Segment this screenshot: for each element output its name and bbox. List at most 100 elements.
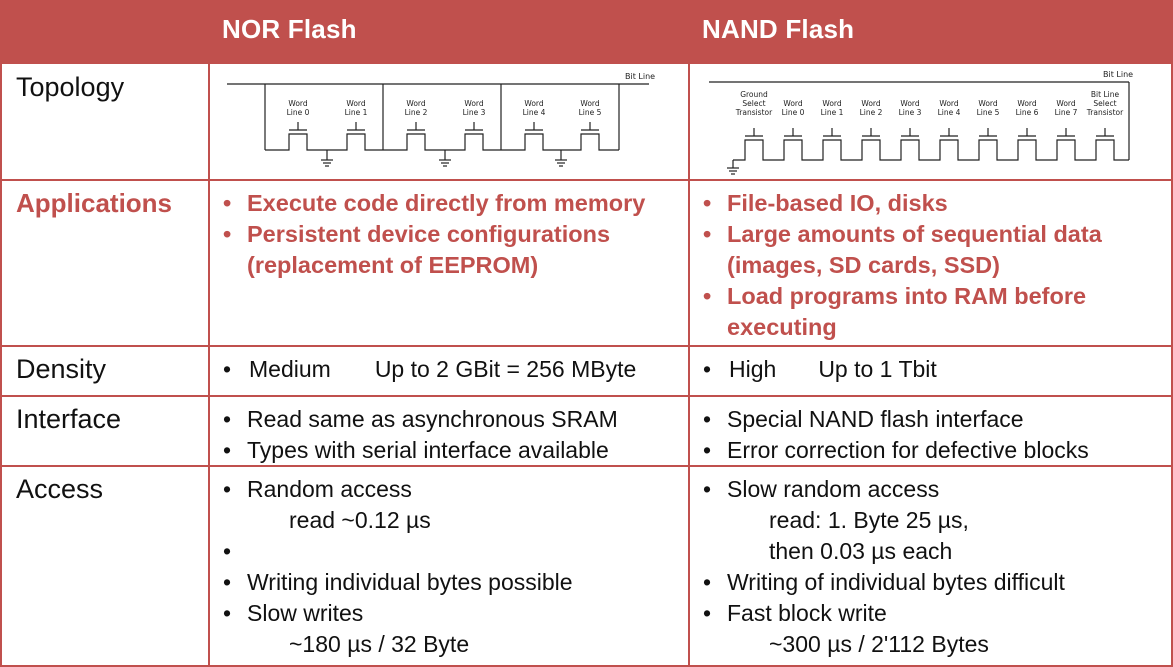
list-item: Read same as asynchronous SRAM xyxy=(221,404,681,435)
nor-applications-cell: Execute code directly from memory Persis… xyxy=(209,180,689,346)
nand-word-line-2-l2: Line 2 xyxy=(860,108,883,117)
nand-bitline-select-l3: Transistor xyxy=(1086,108,1124,117)
spacer xyxy=(221,536,681,567)
divider xyxy=(0,0,2,667)
density-label-cell: Density xyxy=(0,346,209,396)
nor-access-cell: Random access read ~0.12 µs Writing indi… xyxy=(209,466,689,667)
divider xyxy=(688,64,690,667)
nor-interface-list: Read same as asynchronous SRAM Types wit… xyxy=(221,404,681,466)
nand-bit-line-label: Bit Line xyxy=(1103,70,1133,79)
list-item: Execute code directly from memory xyxy=(221,188,681,219)
nand-word-line-4-l1: Word xyxy=(939,99,959,108)
nand-word-line-5-l1: Word xyxy=(978,99,998,108)
nand-density-level: High xyxy=(729,356,777,382)
nor-topology-diagram: Bit Line xyxy=(227,72,655,167)
divider xyxy=(0,179,1173,181)
nand-word-line-5-l2: Line 5 xyxy=(977,108,1000,117)
list-item: Slow random access read: 1. Byte 25 µs, … xyxy=(701,474,1165,567)
nor-word-line-3-l2: Line 3 xyxy=(463,108,486,117)
applications-label-cell: Applications xyxy=(0,180,209,346)
nand-ground-select-l3: Transistor xyxy=(735,108,773,117)
nor-random-access: Random access xyxy=(247,476,412,502)
nand-access-cell: Slow random access read: 1. Byte 25 µs, … xyxy=(689,466,1173,667)
row-label-interface: Interface xyxy=(16,404,122,434)
divider xyxy=(1171,0,1173,667)
nand-word-line-3-l1: Word xyxy=(900,99,920,108)
divider xyxy=(0,395,1173,397)
nand-word-line-0-l2: Line 0 xyxy=(782,108,805,117)
nor-applications-list: Execute code directly from memory Persis… xyxy=(221,188,681,281)
nor-word-line-1-l1: Word xyxy=(346,99,366,108)
list-item: Fast block write ~300 µs / 2'112 Bytes xyxy=(701,598,1165,660)
nand-interface-cell: Special NAND flash interface Error corre… xyxy=(689,396,1173,466)
nor-word-line-5-l2: Line 5 xyxy=(579,108,602,117)
nand-read-first: read: 1. Byte 25 µs, xyxy=(769,507,969,533)
nand-access-list: Slow random access read: 1. Byte 25 µs, … xyxy=(701,474,1165,660)
nor-word-line-3-l1: Word xyxy=(464,99,484,108)
nand-ground-select-l2: Select xyxy=(742,99,765,108)
nand-density-detail: Up to 1 Tbit xyxy=(818,356,937,382)
nand-word-line-7-l1: Word xyxy=(1056,99,1076,108)
nor-word-line-5-l1: Word xyxy=(580,99,600,108)
list-item: Writing individual bytes possible xyxy=(221,567,681,598)
list-item: Writing of individual bytes difficult xyxy=(701,567,1165,598)
nor-interface-cell: Read same as asynchronous SRAM Types wit… xyxy=(209,396,689,466)
row-label-topology: Topology xyxy=(16,72,125,102)
header-nor-flash: NOR Flash xyxy=(222,14,357,44)
row-interface: Interface Read same as asynchronous SRAM… xyxy=(0,396,1173,466)
nand-word-line-3-l2: Line 3 xyxy=(899,108,922,117)
row-label-density: Density xyxy=(16,354,107,384)
nand-word-line-6-l1: Word xyxy=(1017,99,1037,108)
list-item: Special NAND flash interface xyxy=(701,404,1165,435)
table-header: NOR Flash NAND Flash xyxy=(0,0,1173,64)
nor-word-line-2-l1: Word xyxy=(406,99,426,108)
nor-slow-writes: Slow writes xyxy=(247,600,364,626)
list-item: Random access read ~0.12 µs xyxy=(221,474,681,536)
nand-write-time: ~300 µs / 2'112 Bytes xyxy=(769,631,989,657)
nand-word-line-1-l1: Word xyxy=(822,99,842,108)
row-label-access: Access xyxy=(16,474,104,504)
nand-word-line-7-l2: Line 7 xyxy=(1055,108,1078,117)
nor-density-level: Medium xyxy=(249,356,331,382)
nand-bitline-select-l2: Select xyxy=(1093,99,1116,108)
list-item: Persistent device configurations (replac… xyxy=(221,219,681,281)
nand-word-line-0-l1: Word xyxy=(783,99,803,108)
interface-label-cell: Interface xyxy=(0,396,209,466)
nor-density-detail: Up to 2 GBit = 256 MByte xyxy=(374,356,637,382)
nor-word-line-4-l1: Word xyxy=(524,99,544,108)
header-nand-flash: NAND Flash xyxy=(702,14,855,44)
nand-word-line-1-l2: Line 1 xyxy=(821,108,844,117)
list-item: Slow writes ~180 µs / 32 Byte xyxy=(221,598,681,660)
nor-word-line-1-l2: Line 1 xyxy=(345,108,368,117)
nand-topology-cell: Bit Line G xyxy=(689,64,1173,180)
row-topology: Topology Bit Line xyxy=(0,64,1173,180)
divider xyxy=(0,465,1173,467)
nand-read-each: then 0.03 µs each xyxy=(769,538,953,564)
nand-word-line-4-l2: Line 4 xyxy=(938,108,961,117)
nor-word-line-0-l1: Word xyxy=(288,99,308,108)
list-item: File-based IO, disks xyxy=(701,188,1165,219)
row-applications: Applications Execute code directly from … xyxy=(0,180,1173,346)
nor-word-line-2-l2: Line 2 xyxy=(405,108,428,117)
nand-random-access: Slow random access xyxy=(727,476,940,502)
nor-topology-cell: Bit Line xyxy=(209,64,689,180)
nand-applications-list: File-based IO, disks Large amounts of se… xyxy=(701,188,1165,343)
access-label-cell: Access xyxy=(0,466,209,667)
row-label-applications: Applications xyxy=(16,188,173,218)
nor-word-line-4-l2: Line 4 xyxy=(523,108,546,117)
nand-bitline-select-l1: Bit Line xyxy=(1091,90,1120,99)
nand-word-line-6-l2: Line 6 xyxy=(1016,108,1039,117)
nand-applications-cell: File-based IO, disks Large amounts of se… xyxy=(689,180,1173,346)
nor-access-list: Random access read ~0.12 µs Writing indi… xyxy=(221,474,681,660)
list-item: Large amounts of sequential data (images… xyxy=(701,219,1165,281)
nand-fast-block-write: Fast block write xyxy=(727,600,887,626)
divider xyxy=(0,665,1173,667)
nor-word-line-0-l2: Line 0 xyxy=(287,108,310,117)
list-item: Types with serial interface available xyxy=(221,435,681,466)
list-item: Error correction for defective blocks xyxy=(701,435,1165,466)
